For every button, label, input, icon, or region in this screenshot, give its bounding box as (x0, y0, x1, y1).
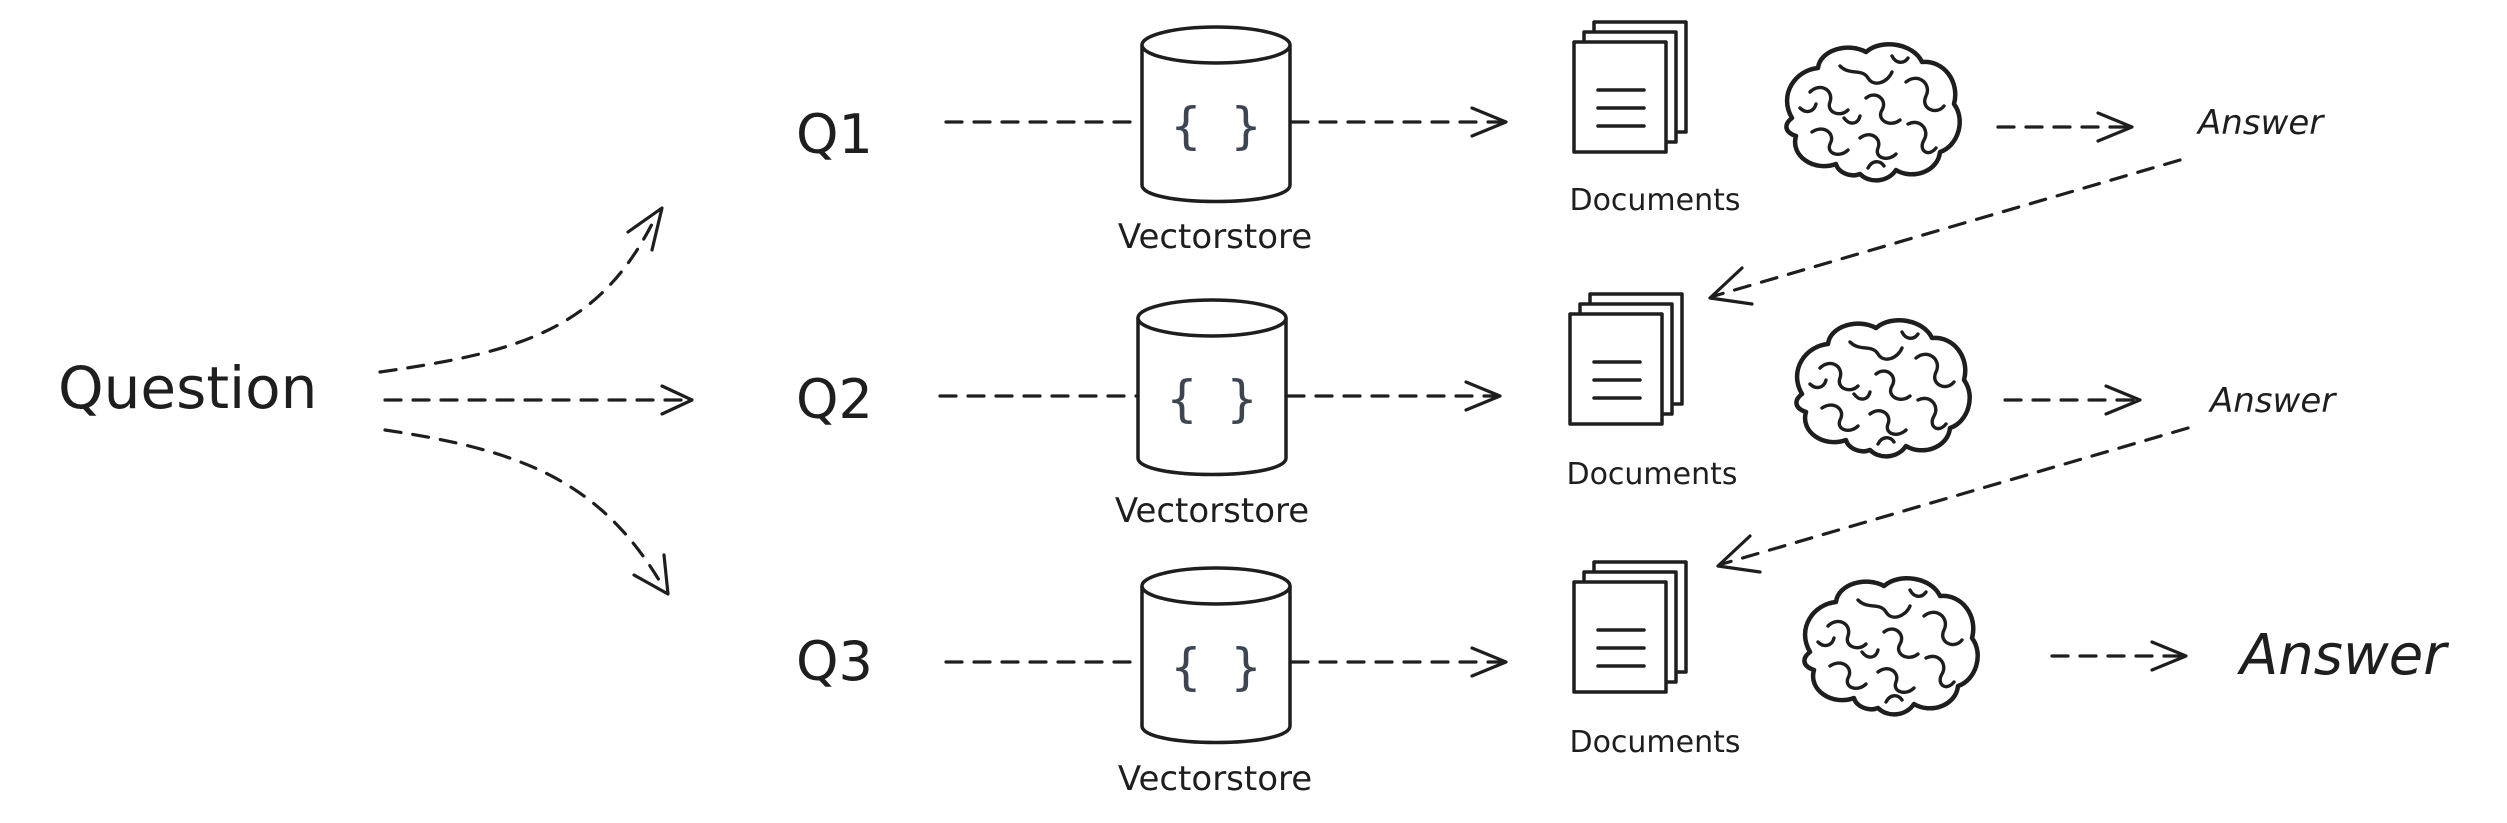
document-stack-icon (1572, 560, 1688, 694)
brain-icon (1804, 578, 1977, 714)
feedback-arrow-1 (1708, 158, 2182, 306)
query-label: Q1 (796, 103, 873, 166)
documents-label: Documents (1566, 457, 1737, 492)
vectorstore-cylinder-icon: { } (1136, 298, 1288, 477)
vectorstore-icon-glyph: { } (1171, 638, 1261, 696)
brain-icon (1786, 44, 1959, 180)
query-label: Q3 (796, 630, 873, 693)
documents-label: Documents (1569, 183, 1740, 218)
final-answer-label: Answer (2237, 623, 2449, 688)
row-q1: Q1 { } Vectorstore Documents Answer (796, 20, 2325, 257)
vectorstore-label: Vectorstore (1118, 759, 1312, 799)
fan-out-arrow-up (378, 206, 664, 374)
feedback-arrow-2 (1716, 426, 2190, 574)
documents-label: Documents (1569, 725, 1740, 760)
vectorstore-cylinder-icon: { } (1140, 566, 1292, 745)
row-q3: Q3 { } Vectorstore Documents Answer (796, 560, 2449, 799)
brain-icon (1796, 320, 1969, 456)
fan-out-arrow-down (383, 428, 670, 596)
document-stack-icon (1572, 20, 1688, 154)
answer-label: Answer (2196, 103, 2325, 143)
query-label: Q2 (796, 368, 873, 431)
document-stack-icon (1568, 292, 1684, 426)
vectorstore-cylinder-icon: { } (1140, 25, 1292, 204)
vectorstore-icon-glyph: { } (1171, 97, 1261, 155)
answer-label: Answer (2208, 381, 2337, 421)
vectorstore-label: Vectorstore (1115, 491, 1309, 531)
question-label: Question (58, 354, 317, 422)
vectorstore-icon-glyph: { } (1167, 370, 1257, 428)
vectorstore-label: Vectorstore (1118, 217, 1312, 257)
fan-out-arrow-middle (383, 384, 694, 416)
row-q2: Q2 { } Vectorstore Documents Answer (796, 292, 2337, 531)
